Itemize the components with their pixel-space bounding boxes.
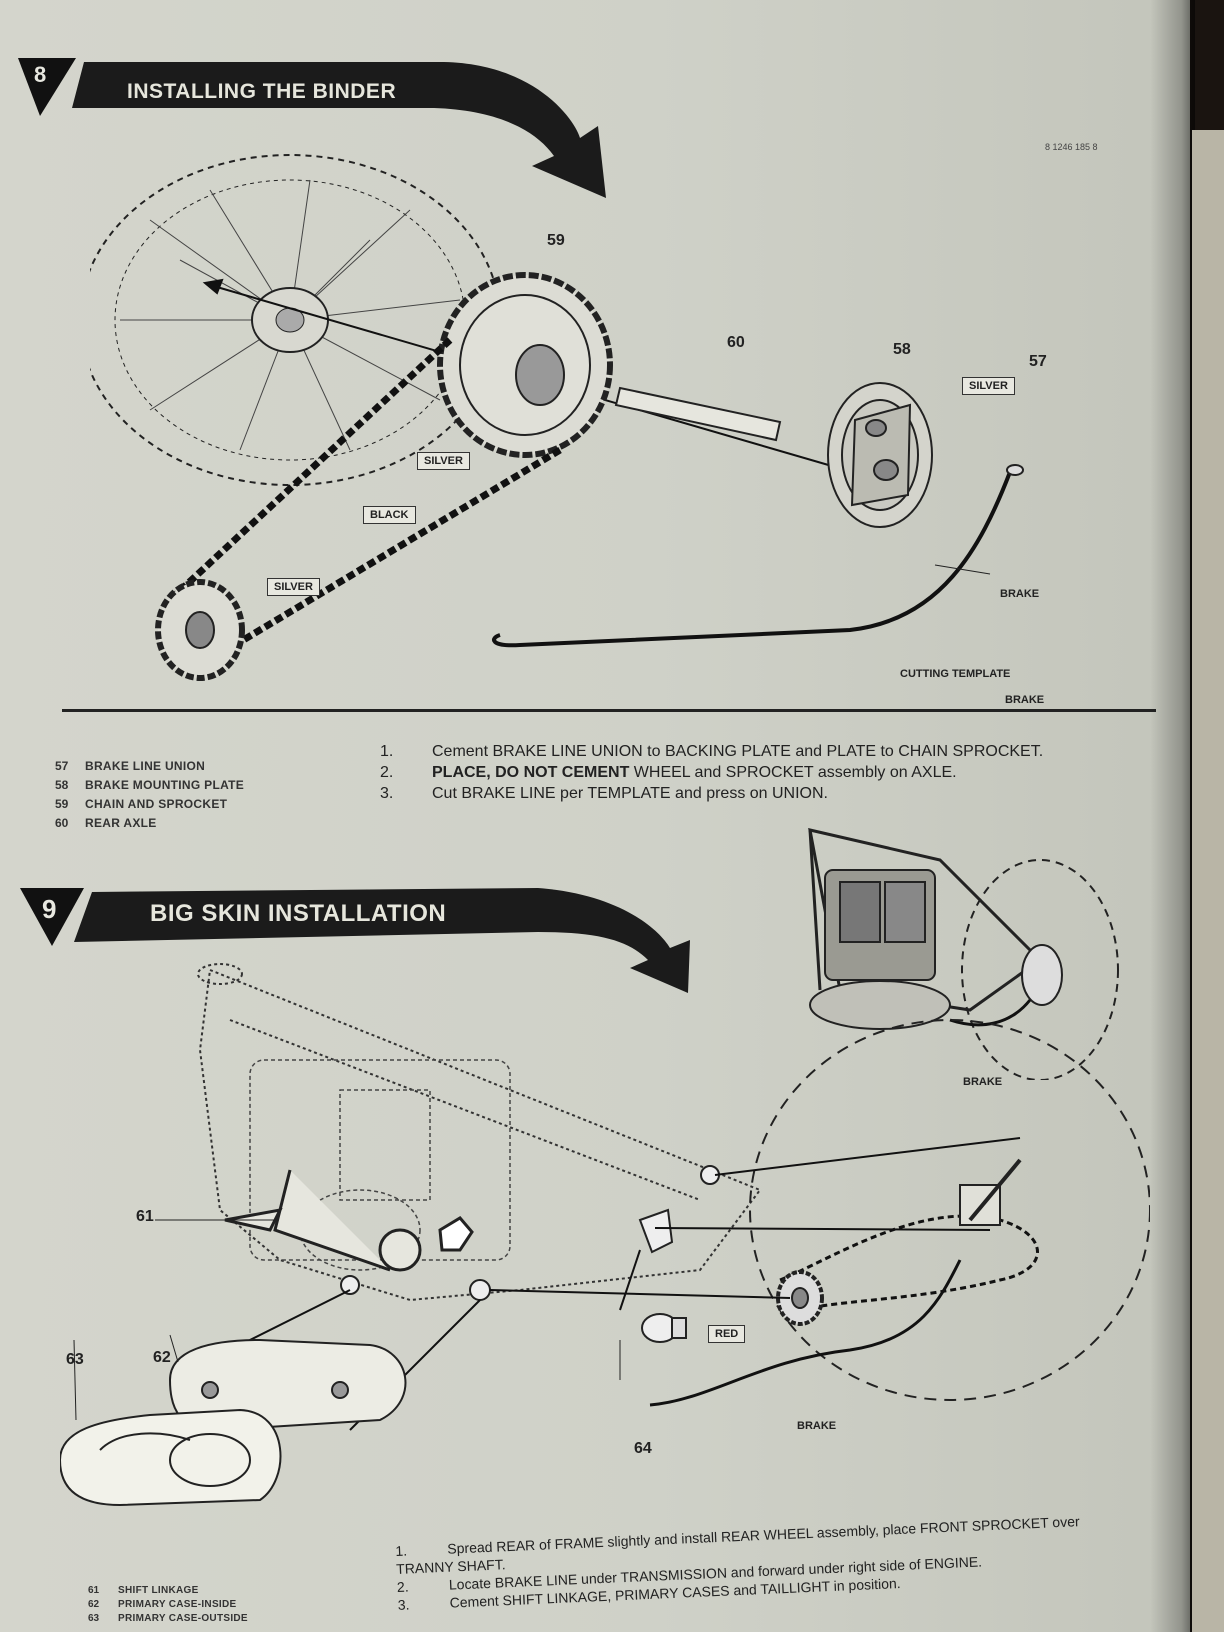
header-arrow-9 (20, 888, 690, 993)
section-8-header: 8 INSTALLING THE BINDER (14, 58, 634, 198)
rear-wheel-outline (749, 1019, 1150, 1401)
label-black-chain: BLACK (363, 506, 416, 524)
callout-63: 63 (66, 1351, 84, 1368)
step-row: 3.Cut BRAKE LINE per TEMPLATE and press … (380, 785, 828, 802)
brake-plate (827, 382, 933, 528)
section-9-title: BIG SKIN INSTALLATION (150, 900, 447, 927)
label-silver-sprocket: SILVER (417, 452, 470, 470)
big-skin-diagram (60, 963, 1150, 1507)
adjacent-page-edge (1192, 130, 1224, 1632)
callout-58: 58 (893, 341, 911, 358)
label-brake-main: BRAKE (797, 1420, 837, 1432)
callout-61: 61 (136, 1208, 154, 1225)
callout-59: 59 (547, 232, 565, 249)
engine-outline (249, 1059, 511, 1271)
callout-64: 64 (634, 1440, 652, 1457)
section-9-header: 9 BIG SKIN INSTALLATION (18, 888, 718, 993)
rear-chain (779, 1214, 1039, 1312)
header-arrow-8 (18, 58, 606, 198)
taillight (641, 1313, 687, 1343)
front-sprocket (776, 1270, 824, 1326)
label-brake-line: BRAKE (1000, 588, 1040, 600)
chain (167, 337, 562, 664)
section-8-title: INSTALLING THE BINDER (127, 80, 397, 103)
section-8-steps: 1.Cement BRAKE LINE UNION to BACKING PLA… (380, 741, 1043, 804)
section-9-steps: 1.Spread REAR of FRAME slightly and inst… (395, 1510, 1127, 1614)
label-silver-small: SILVER (267, 578, 320, 596)
callout-62: 62 (153, 1349, 171, 1366)
step-row: 2.PLACE, DO NOT CEMENT WHEEL and SPROCKE… (380, 764, 957, 781)
assembled-frame-inset (808, 828, 1119, 1080)
large-sprocket (437, 272, 613, 458)
section-8-number: 8 (34, 62, 47, 87)
label-brake-inset: BRAKE (963, 1076, 1003, 1088)
document-id: 8 1246 185 8 (1045, 142, 1098, 152)
brake-line-9 (649, 1259, 962, 1407)
callout-57: 57 (1029, 353, 1047, 370)
instruction-sheet: 8 INSTALLING THE BINDER 8 1246 185 8 (0, 0, 1190, 1632)
brake-union (1006, 464, 1024, 476)
section-9-number: 9 (42, 894, 57, 924)
primary-case-outside (60, 1408, 282, 1507)
callout-60: 60 (727, 334, 745, 351)
section-divider (62, 709, 1156, 712)
frame-outline (197, 963, 762, 1302)
inset-engine (809, 869, 951, 1030)
step-row: 1.Cement BRAKE LINE UNION to BACKING PLA… (380, 743, 1044, 760)
small-sprocket (155, 579, 245, 681)
frame-bushings (340, 1165, 720, 1301)
label-red-taillight: RED (708, 1325, 746, 1343)
axle-rod (614, 386, 782, 442)
page-gutter-shadow (1150, 0, 1195, 1632)
label-cutting-template: CUTTING TEMPLATE (900, 668, 1011, 680)
rear-wheel (90, 154, 501, 486)
label-template-brake: BRAKE (1005, 694, 1045, 706)
binder-diagram (90, 154, 1024, 681)
label-silver-top: SILVER (962, 377, 1015, 395)
shift-linkage (224, 1169, 474, 1272)
rear-hub (959, 1158, 1022, 1226)
brake-line (492, 471, 1012, 648)
